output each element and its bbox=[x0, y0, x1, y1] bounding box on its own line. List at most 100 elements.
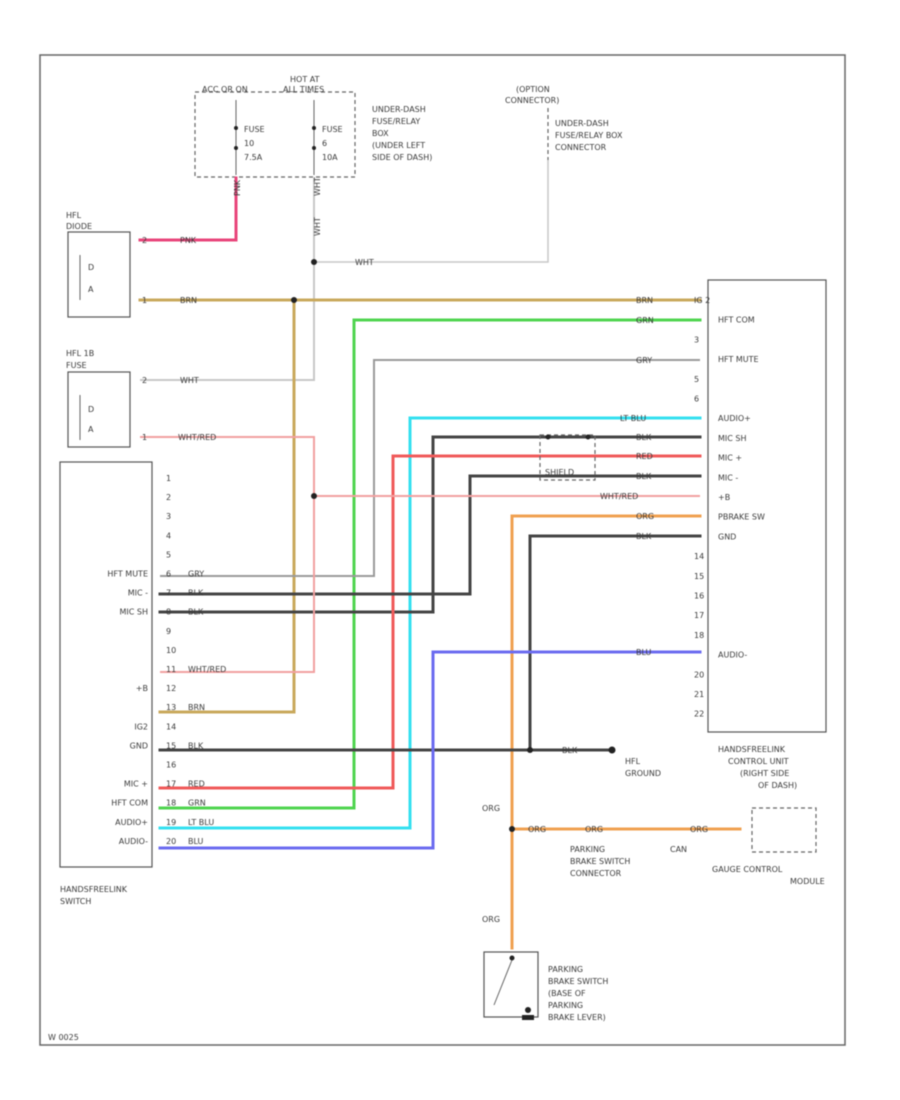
switch-pin-label: +B bbox=[136, 684, 148, 693]
wire-whtred-fuse bbox=[140, 436, 315, 673]
control-unit-pin-label: PBRAKE SW bbox=[718, 513, 765, 522]
option-connector-line2: CONNECTOR) bbox=[505, 96, 559, 105]
wire-wht-option bbox=[314, 160, 549, 263]
wire-ltblu bbox=[158, 416, 702, 830]
switch-pin-label: IG2 bbox=[134, 722, 148, 731]
control-unit-title2: CONTROL UNIT bbox=[728, 757, 789, 766]
option-connector-desc3: CONNECTOR bbox=[555, 143, 607, 152]
hfl-fuse-pin2: 2 bbox=[142, 376, 147, 385]
switch-title2: SWITCH bbox=[60, 897, 91, 906]
wire-wht-main bbox=[140, 178, 315, 381]
fuse-box-outline bbox=[194, 91, 356, 178]
control-unit-pin-number: 22 bbox=[694, 710, 704, 719]
hfl-diode-line1: HFL bbox=[66, 211, 82, 220]
wire-org-vertical-label: ORG bbox=[482, 804, 500, 813]
wire-org-mid-label: ORG bbox=[528, 825, 546, 834]
wire-can-label: CAN bbox=[670, 845, 687, 854]
hfl-fuse-line1: HFL 1B bbox=[66, 349, 94, 358]
hfl-diode-pin-d: D bbox=[88, 263, 94, 272]
hfl-fuse-pin1: 1 bbox=[142, 433, 147, 442]
wire-whtred-right-label: WHT/RED bbox=[600, 492, 638, 501]
diagram-frame bbox=[39, 54, 846, 1046]
wire-grn bbox=[158, 318, 702, 810]
control-unit-pin-number: 20 bbox=[694, 670, 704, 679]
parking-switch-line3: (BASE OF bbox=[548, 989, 586, 998]
wire-red bbox=[158, 454, 702, 790]
switch-pin-number: 3 bbox=[166, 512, 171, 521]
hfl-diode-pin2: 2 bbox=[142, 236, 147, 245]
hfl-diode-pin-a: A bbox=[88, 285, 94, 294]
switch-pin-wire: GRY bbox=[188, 570, 204, 579]
hfl-fuse-pin-a: A bbox=[88, 425, 94, 434]
fuse-box-hot-at: HOT AT bbox=[290, 75, 320, 84]
fuse-box-desc-4: (UNDER LEFT bbox=[372, 141, 425, 150]
option-connector-desc2: FUSE/RELAY BOX bbox=[555, 131, 623, 140]
control-unit-pin-number: 21 bbox=[694, 690, 704, 699]
control-unit-pin-label: AUDIO- bbox=[718, 651, 747, 660]
wire-grn-right-label: GRN bbox=[636, 316, 654, 325]
wire-gry-right-label: GRY bbox=[636, 356, 652, 365]
switch-pin-label: HFT MUTE bbox=[107, 570, 148, 579]
ground-line1: HFL bbox=[625, 757, 641, 766]
hfl-fuse-line2: FUSE bbox=[66, 361, 87, 370]
switch-pin-wire: WHT/RED bbox=[188, 665, 226, 674]
option-connector-desc1: UNDER-DASH bbox=[555, 119, 609, 128]
fuse-box-desc-1: UNDER-DASH bbox=[372, 105, 426, 114]
wire-wht-mid-label: WHT bbox=[355, 258, 374, 267]
control-unit-pin-number: 6 bbox=[694, 395, 699, 404]
fuse-box-desc-3: BOX bbox=[372, 129, 389, 138]
wire-org-gauge-label: ORG bbox=[585, 825, 603, 834]
parking-connector-line1: PARKING bbox=[570, 845, 605, 854]
shield-label: SHIELD bbox=[545, 468, 574, 477]
switch-pin-number: 6 bbox=[166, 570, 171, 579]
wire-pnk-label: PNK bbox=[180, 236, 197, 245]
parking-switch-line2: BRAKE SWITCH bbox=[548, 977, 608, 986]
control-unit-pin-label: HFT COM bbox=[718, 316, 755, 325]
control-unit-pin-number: 3 bbox=[694, 335, 699, 344]
switch-pin-number: 10 bbox=[166, 646, 176, 655]
switch-pin-number: 11 bbox=[166, 665, 176, 674]
gauge-module-box bbox=[751, 807, 817, 853]
switch-pin-label: AUDIO- bbox=[119, 837, 148, 846]
switch-pin-wire: BLU bbox=[188, 837, 204, 846]
parking-switch-box bbox=[483, 951, 539, 1018]
switch-pin-number: 14 bbox=[166, 722, 176, 731]
control-unit-title4: OF DASH) bbox=[758, 781, 797, 790]
wire-wht-vertical-label: WHT bbox=[313, 217, 322, 236]
fuse-box-acc-label: ACC OR ON bbox=[202, 85, 248, 94]
switch-pin-number: 1 bbox=[166, 474, 171, 483]
wire-org bbox=[510, 514, 702, 950]
wire-blk-gnd bbox=[528, 534, 702, 752]
wire-wht-fuse-label: WHT bbox=[313, 177, 322, 196]
switch-pin-number: 2 bbox=[166, 493, 171, 502]
control-unit-pin-label: MIC + bbox=[718, 454, 742, 463]
wire-org-gauge-pin: ORG bbox=[690, 825, 708, 834]
switch-pin-wire: BLK bbox=[188, 589, 204, 598]
option-connector-line1: (OPTION bbox=[516, 85, 550, 94]
wire-blk-right2-label: BLK bbox=[636, 472, 652, 481]
control-unit-title1: HANDSFREELINK bbox=[718, 745, 786, 754]
switch-pin-wire: LT BLU bbox=[188, 818, 214, 827]
switch-pin-wire: BRN bbox=[188, 703, 205, 712]
control-unit-pin-number: 17 bbox=[694, 611, 704, 620]
ground-line2: GROUND bbox=[625, 769, 661, 778]
parking-connector-line2: BRAKE SWITCH bbox=[570, 857, 630, 866]
control-unit-title3: (RIGHT SIDE bbox=[740, 769, 789, 778]
wire-blk-ground-label: BLK bbox=[562, 746, 578, 755]
switch-pin-label: GND bbox=[130, 741, 148, 750]
wire-brn-down bbox=[158, 298, 296, 714]
parking-switch-line5: BRAKE LEVER) bbox=[548, 1013, 606, 1022]
switch-pin-label: MIC + bbox=[124, 780, 148, 789]
wire-wht-fuse-conn-label: WHT bbox=[180, 376, 199, 385]
fuse-a-number: 10 bbox=[244, 139, 254, 148]
fuse-a-rating: 7.5A bbox=[244, 153, 263, 162]
parking-switch-line1: PARKING bbox=[548, 965, 583, 974]
hfl-fuse-box bbox=[67, 371, 131, 448]
switch-pin-number: 12 bbox=[166, 684, 176, 693]
switch-pin-wire: RED bbox=[188, 780, 205, 789]
switch-pin-number: 13 bbox=[166, 703, 176, 712]
switch-pin-number: 18 bbox=[166, 799, 176, 808]
hfl-fuse-pin-d: D bbox=[88, 405, 94, 414]
